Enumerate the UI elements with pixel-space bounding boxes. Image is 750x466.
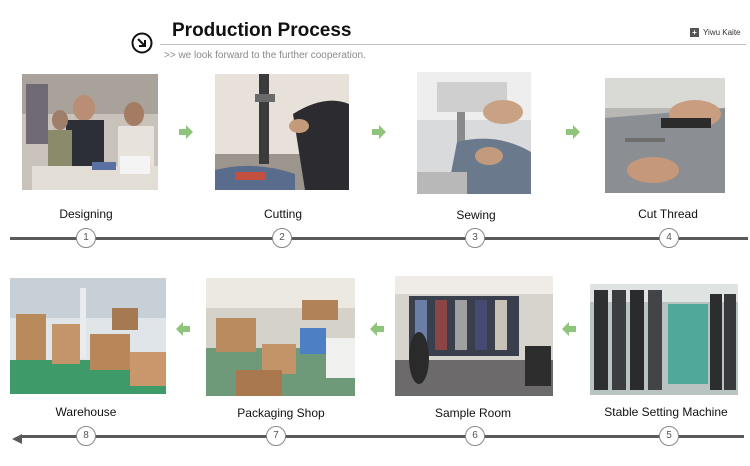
step-number-8: 8: [76, 426, 96, 446]
arrow-right-icon: [565, 125, 581, 139]
cutting-photo: [215, 74, 349, 190]
step-number-2: 2: [272, 228, 292, 248]
timeline-top: [10, 237, 748, 240]
circle-arrow-icon: [131, 32, 153, 54]
step-number-7: 7: [266, 426, 286, 446]
step-label-sewing: Sewing: [456, 208, 496, 222]
warehouse-photo: [10, 278, 166, 394]
step-label-warehouse: Warehouse: [55, 405, 117, 419]
header-divider: [160, 44, 746, 45]
arrow-left-icon: [175, 322, 191, 336]
step-label-stable-setting-machine: Stable Setting Machine: [604, 405, 728, 419]
designing-photo: [22, 74, 158, 190]
step-label-cut-thread: Cut Thread: [638, 207, 698, 221]
step-number-5: 5: [659, 426, 679, 446]
step-label-sample-room: Sample Room: [434, 406, 512, 420]
step-number-1: 1: [76, 228, 96, 248]
page-subtitle: >> we look forward to the further cooper…: [164, 50, 366, 61]
brand-label: Yiwu Kaite: [703, 28, 741, 37]
step-label-packaging-shop: Packaging Shop: [237, 406, 325, 420]
cut-thread-photo: [605, 78, 725, 193]
step-number-3: 3: [465, 228, 485, 248]
step-number-6: 6: [465, 426, 485, 446]
step-label-cutting: Cutting: [263, 207, 303, 221]
arrow-left-icon: [561, 322, 577, 336]
arrow-right-icon: [178, 125, 194, 139]
page-title: Production Process: [172, 20, 352, 41]
arrow-left-icon: [369, 322, 385, 336]
brand-link[interactable]: + Yiwu Kaite: [690, 28, 741, 37]
plus-icon: +: [690, 28, 699, 37]
arrow-right-icon: [371, 125, 387, 139]
step-number-4: 4: [659, 228, 679, 248]
stable-setting-machine-photo: [590, 284, 738, 395]
sample-room-photo: [395, 276, 553, 396]
timeline-bottom: [20, 435, 744, 438]
sewing-photo: [417, 72, 531, 194]
packaging-shop-photo: [206, 278, 355, 396]
arrow-left-icon: [12, 431, 22, 444]
step-label-designing: Designing: [59, 207, 113, 221]
